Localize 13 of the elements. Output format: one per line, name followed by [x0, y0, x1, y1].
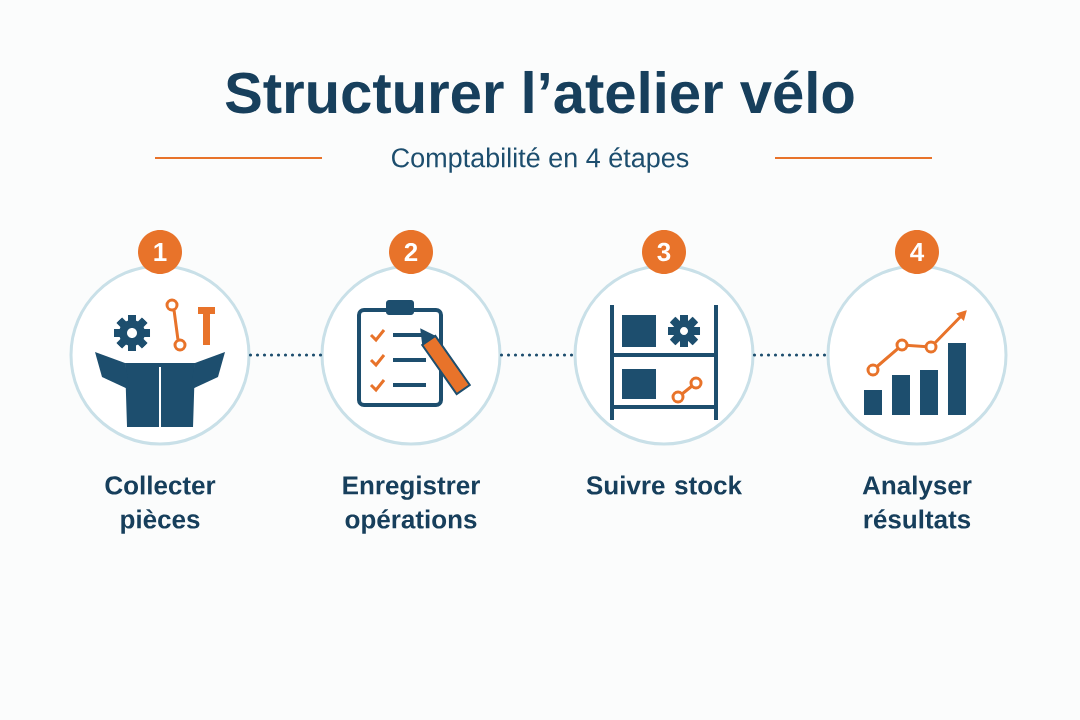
dotted-connector [752, 353, 829, 357]
step-label: Analyser résultats [862, 475, 972, 529]
dotted-connector [499, 353, 576, 357]
number-badge: 1 [138, 230, 182, 274]
subtitle: Comptabilité en 4 étapes [392, 147, 689, 173]
step-label: Suivre stock [586, 475, 743, 495]
step-label: Collecter pièces [105, 475, 216, 534]
step-label: Enregistrer opérations [343, 475, 480, 534]
number-badge: 2 [389, 230, 433, 274]
title: Structurer l’atelier vélo [225, 70, 854, 114]
number-badge: 4 [895, 230, 939, 274]
number-badge: 3 [642, 230, 686, 274]
dotted-connector [248, 353, 323, 357]
